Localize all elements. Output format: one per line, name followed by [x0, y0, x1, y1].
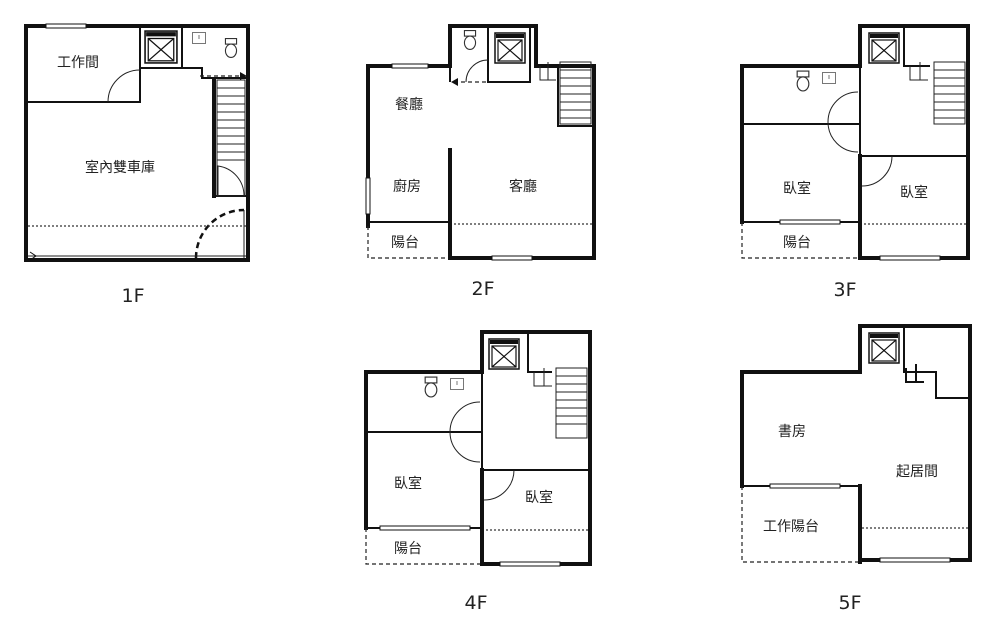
room-label-bedroom-left: 臥室 [394, 475, 422, 492]
floor-label-3f: 3F [833, 279, 856, 301]
room-label-bedroom-right: 臥室 [525, 489, 553, 506]
floor-label-1f: 1F [121, 285, 144, 307]
room-label-balcony: 陽台 [783, 235, 811, 251]
floor-label-5f: 5F [838, 592, 861, 614]
elevator-icon [868, 32, 900, 64]
room-label-bedroom-left: 臥室 [783, 180, 811, 197]
room-label-family-room: 起居間 [896, 464, 938, 480]
sink-icon [192, 32, 206, 44]
staircase [909, 61, 966, 125]
elevator-icon [144, 30, 178, 64]
elevator-icon [494, 32, 526, 64]
room-label-garage: 室內雙車庫 [85, 159, 155, 176]
sink-icon [822, 72, 836, 84]
floor-3f: 臥室 臥室 陽台 3F [740, 24, 970, 301]
room-label-workroom: 工作間 [57, 55, 99, 71]
elevator-icon [488, 338, 520, 370]
floor-label-4f: 4F [464, 592, 487, 614]
toilet-icon [796, 70, 810, 92]
toilet-icon [463, 30, 477, 50]
room-label-work-balcony: 工作陽台 [763, 519, 819, 535]
room-label-balcony: 陽台 [391, 235, 419, 251]
room-label-dining: 餐廳 [395, 96, 423, 113]
floor-4f: 臥室 臥室 陽台 4F [364, 330, 592, 614]
toilet-icon [424, 376, 438, 398]
room-label-study: 書房 [778, 424, 806, 440]
staircase [216, 79, 246, 197]
staircase [539, 61, 592, 125]
floor-label-2f: 2F [471, 278, 494, 300]
elevator-icon [868, 332, 900, 364]
room-label-bedroom-right: 臥室 [900, 184, 928, 201]
staircase [533, 367, 588, 439]
floor-1f: 工作間 室內雙車庫 1F [24, 23, 250, 307]
floor-5f: 書房 起居間 工作陽台 5F [740, 324, 972, 614]
toilet-icon [224, 38, 238, 58]
room-label-living: 客廳 [509, 178, 537, 195]
room-label-kitchen: 廚房 [393, 178, 421, 195]
room-label-balcony: 陽台 [394, 541, 422, 557]
floor-2f: 餐廳 廚房 客廳 陽台 2F [365, 24, 596, 300]
sink-icon [450, 378, 464, 390]
